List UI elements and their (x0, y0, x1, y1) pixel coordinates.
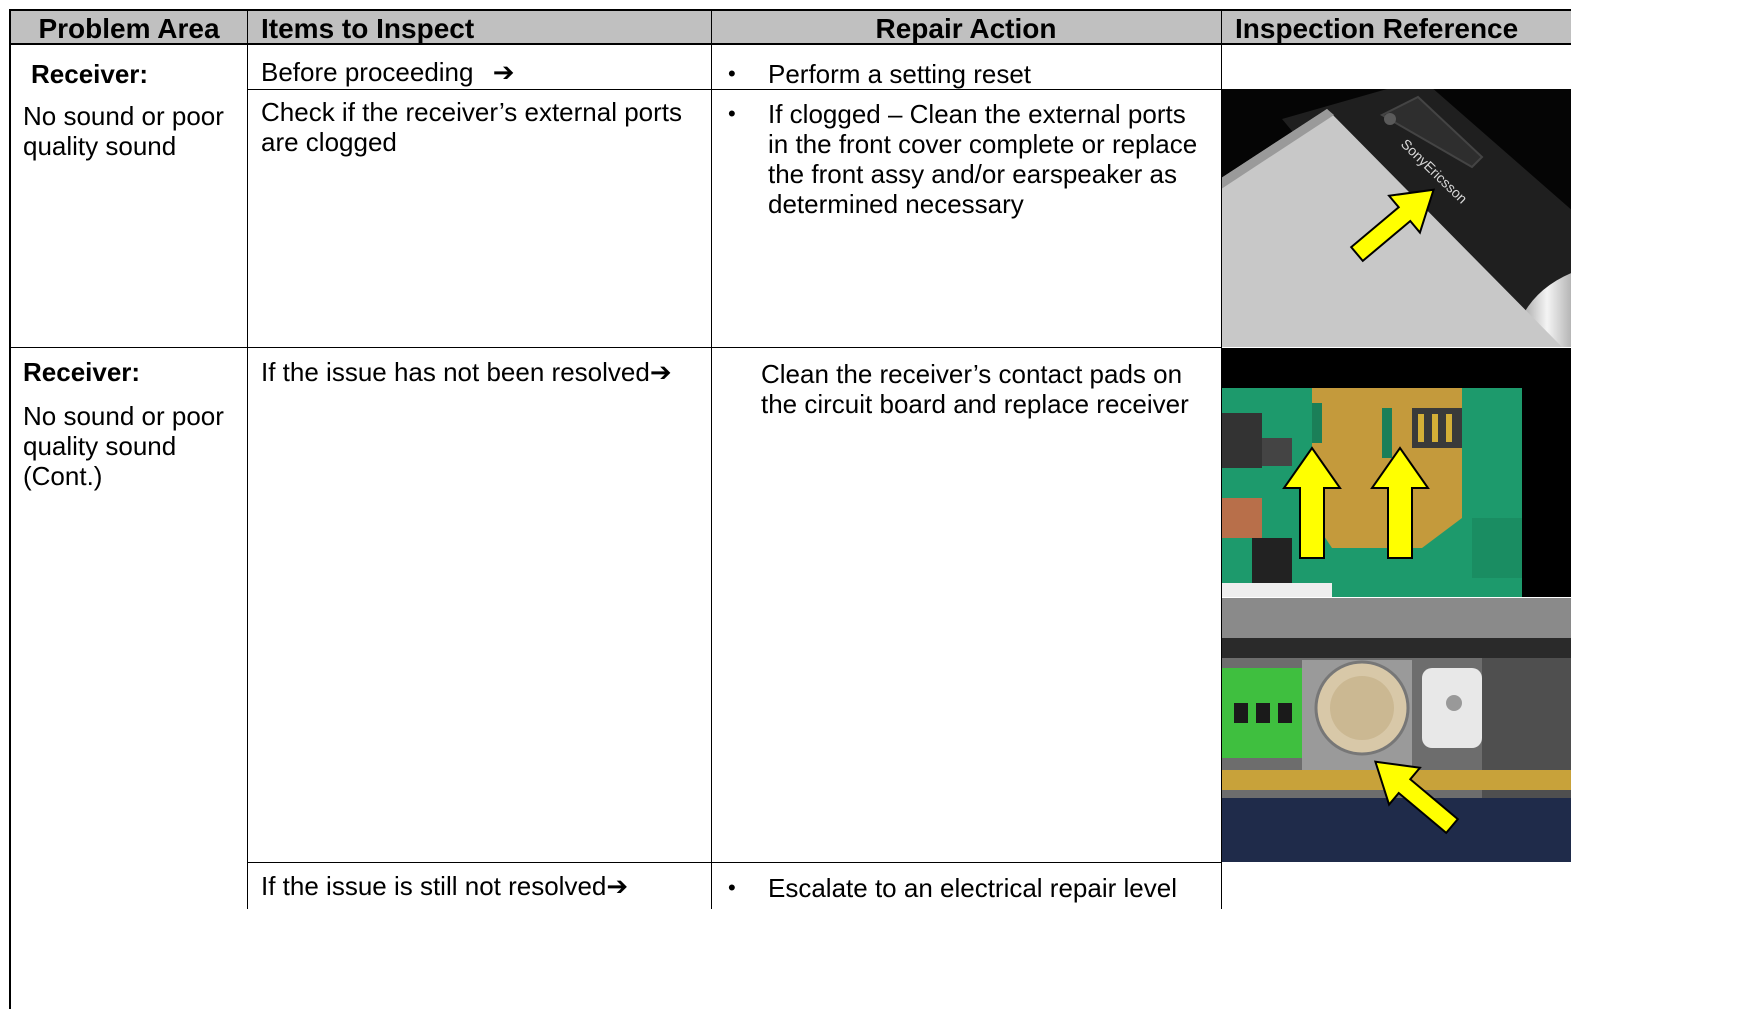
arrow-right-icon: ➔ (649, 357, 672, 387)
row1-action-setting-reset: Perform a setting reset (768, 59, 1031, 89)
header-items-to-inspect: Items to Inspect (247, 9, 711, 45)
circuit-board-illustration (1222, 348, 1571, 597)
arrow-right-icon: ➔ (606, 871, 629, 901)
arrow-right-icon: ➔ (492, 57, 515, 87)
bullet-icon: • (728, 101, 736, 126)
row2-action-escalate: Escalate to an electrical repair level (768, 873, 1177, 903)
row2-item-not-resolved: If the issue has not been resolved➔ (261, 357, 672, 387)
row1-item-before-proceeding: Before proceeding ➔ (261, 57, 515, 87)
row1-action-clean-ports: If clogged – Clean the external ports in… (768, 99, 1198, 219)
arrow-pointer-icon (1373, 760, 1460, 835)
circuit-board-photo (1222, 348, 1571, 597)
troubleshooting-table: Problem Area Items to Inspect Repair Act… (9, 9, 1571, 1009)
grid-line (711, 9, 712, 909)
grid-line (247, 9, 248, 909)
bullet-icon: • (728, 875, 736, 900)
grid-line (247, 89, 1221, 90)
row1-item-check-ports: Check if the receiver’s external ports a… (261, 97, 683, 157)
grid-line (9, 347, 1221, 348)
arrow-pointer-icon (1349, 188, 1436, 263)
row2-problem-desc: No sound or poor quality sound (Cont.) (23, 401, 224, 491)
row2-item2-text: If the issue is still not resolved (261, 871, 607, 901)
header-problem-area: Problem Area (11, 9, 247, 45)
grid-line (247, 862, 1221, 863)
row1-item1-text: Before proceeding (261, 57, 474, 87)
phone-front-cover-illustration: SonyEricsson (1222, 89, 1571, 347)
receiver-illustration (1222, 598, 1571, 862)
grid-line (1221, 9, 1222, 909)
row2-item-still-not-resolved: If the issue is still not resolved➔ (261, 871, 628, 901)
arrow-pointer-icon (1282, 446, 1342, 559)
row1-problem-title: Receiver: (31, 59, 149, 89)
row2-action-clean-pads: Clean the receiver’s contact pads on the… (761, 359, 1189, 419)
bullet-icon: • (728, 61, 736, 86)
receiver-photo (1222, 598, 1571, 862)
row2-problem-title: Receiver: (23, 357, 141, 387)
phone-front-cover-photo: SonyEricsson (1222, 89, 1571, 347)
header-inspection-reference: Inspection Reference (1221, 9, 1571, 45)
header-repair-action: Repair Action (711, 9, 1221, 45)
row2-item1-text: If the issue has not been resolved (261, 357, 650, 387)
arrow-pointer-icon (1370, 446, 1430, 559)
row1-problem-desc: No sound or poor quality sound (23, 101, 224, 161)
